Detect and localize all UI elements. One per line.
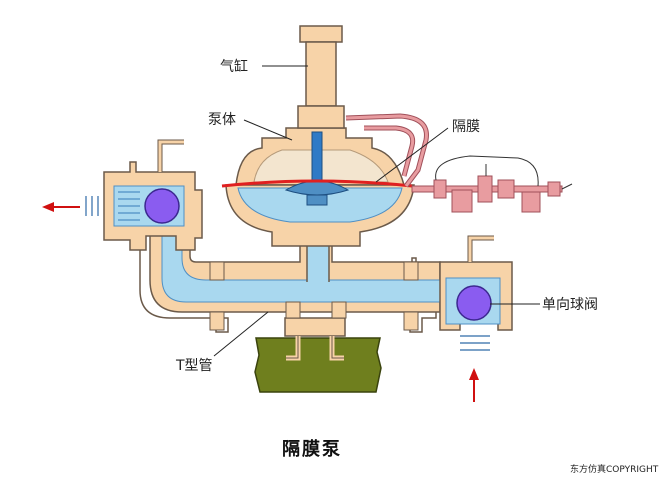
label-diaphragm: 隔膜 <box>375 119 480 183</box>
label-t-pipe: T型管 <box>175 311 269 374</box>
outlet-flow-arrow <box>42 202 80 212</box>
label-t-pipe-text: T型管 <box>175 358 213 374</box>
air-supply-line <box>345 113 573 213</box>
inlet-flow-arrow <box>469 368 479 402</box>
label-check-ball-valve-text: 单向球阀 <box>542 297 598 313</box>
label-cylinder-text: 气缸 <box>220 58 248 75</box>
inlet-check-ball <box>456 285 492 321</box>
outlet-valve-housing <box>85 139 203 251</box>
label-check-ball-valve: 单向球阀 <box>490 297 598 313</box>
diaphragm <box>221 179 413 188</box>
diagram-title: 隔膜泵 <box>282 438 342 460</box>
inlet-valve-housing <box>439 235 513 351</box>
pump-body <box>225 127 415 247</box>
cylinder <box>297 25 345 129</box>
outlet-check-ball <box>144 188 180 224</box>
label-pump-body: 泵体 <box>208 112 293 141</box>
label-pump-body-text: 泵体 <box>208 112 236 128</box>
foundation-base <box>254 317 382 393</box>
label-diaphragm-text: 隔膜 <box>452 119 480 135</box>
label-cylinder: 气缸 <box>220 58 308 75</box>
copyright-text: 东方仿真COPYRIGHT <box>570 463 659 475</box>
